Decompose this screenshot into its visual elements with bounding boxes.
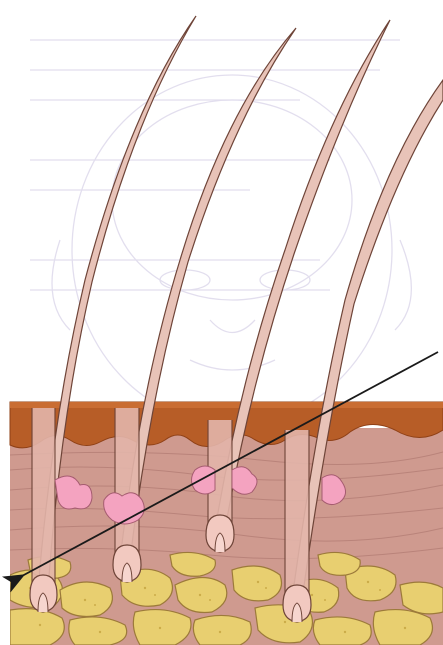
epidermis-surface — [10, 402, 443, 408]
sebaceous-gland — [192, 466, 216, 494]
